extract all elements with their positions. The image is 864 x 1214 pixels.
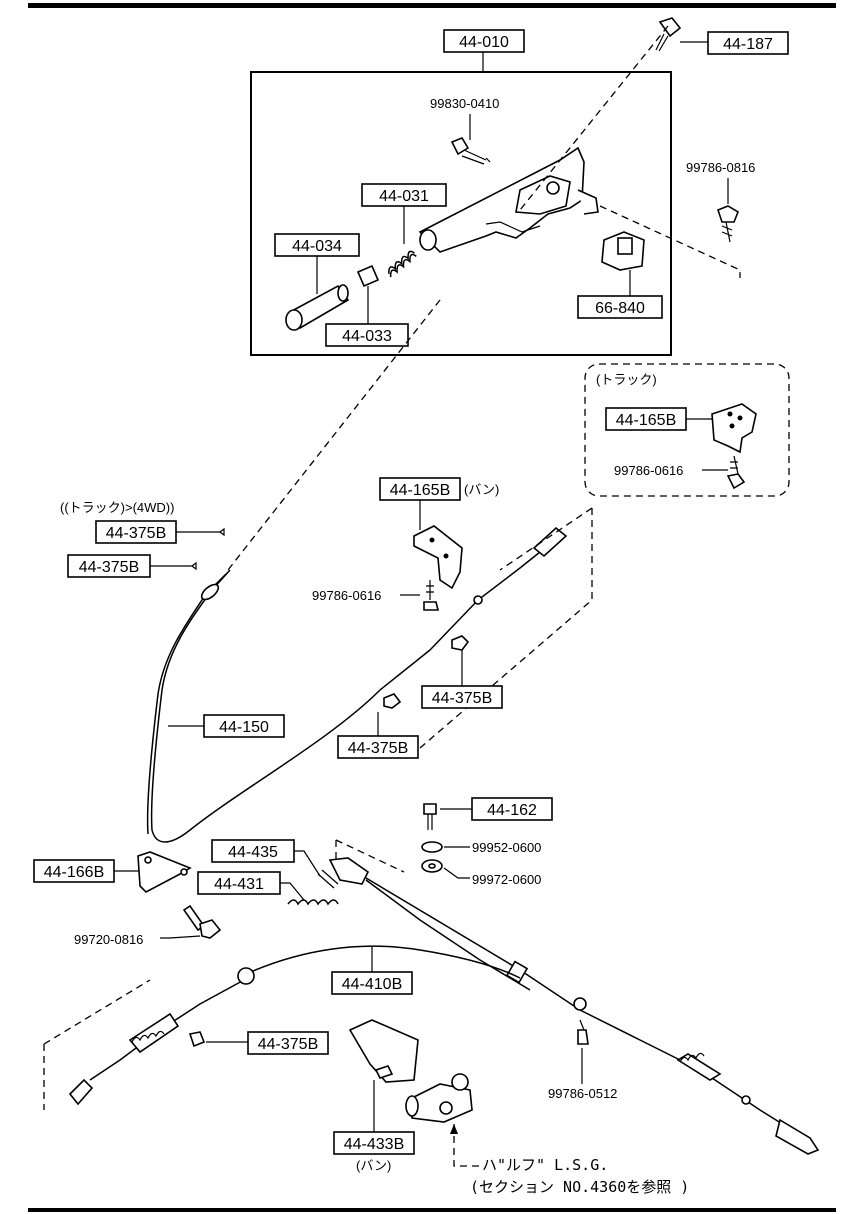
part-label-44-031: 44-031 (361, 183, 447, 207)
spring-44-431 (287, 899, 339, 906)
part-label-44-162: 44-162 (471, 797, 553, 821)
cable-44-410B (68, 945, 521, 1106)
svg-text:44-375B: 44-375B (348, 740, 409, 757)
part-label-44-375B-d: 44-375B (337, 735, 419, 759)
part-label-44-410B: 44-410B (331, 971, 413, 995)
svg-text:44-033: 44-033 (342, 328, 392, 345)
note-lsg-line2: (セクション NO.4360を参照 ) (470, 1178, 689, 1196)
top-border (28, 3, 836, 8)
note-truck: (トラック) (596, 372, 657, 387)
svg-text:44-433B: 44-433B (344, 1136, 405, 1153)
part-label-99952-0600: 99952-0600 (472, 840, 541, 855)
parking-brake-lever (418, 146, 599, 253)
lsg-valve (405, 1073, 473, 1123)
grip-44-034 (285, 284, 350, 331)
part-label-44-187: 44-187 (707, 31, 789, 55)
part-label-99972-0600: 99972-0600 (472, 872, 541, 887)
part-label-44-431: 44-431 (197, 871, 281, 895)
part-label-99830-0410: 99830-0410 (430, 96, 499, 111)
bolt-44-187 (655, 17, 708, 52)
note-truck-4wd: ((トラック)>(4WD)) (60, 500, 174, 515)
washer-99952-0600 (421, 841, 443, 853)
screw-99786-0616-mid (423, 580, 440, 611)
svg-text:44-435: 44-435 (228, 844, 278, 861)
part-label-99720-0816: 99720-0816 (74, 932, 143, 947)
collar-44-033 (356, 264, 380, 324)
bracket-44-433B (348, 1019, 419, 1083)
svg-text:44-431: 44-431 (214, 876, 264, 893)
part-label-99786-0616-mid: 99786-0616 (312, 588, 381, 603)
svg-text:44-187: 44-187 (723, 36, 773, 53)
part-label-44-034: 44-034 (274, 233, 360, 257)
svg-text:44-165B: 44-165B (390, 482, 451, 499)
svg-text:44-150: 44-150 (219, 719, 269, 736)
part-label-44-010: 44-010 (443, 29, 525, 53)
svg-text:44-410B: 44-410B (342, 976, 403, 993)
part-label-44-375B-b: 44-375B (67, 554, 151, 578)
clip-44-375B-c (451, 635, 470, 651)
part-label-44-375B-c: 44-375B (421, 685, 503, 709)
svg-text:44-375B: 44-375B (432, 690, 493, 707)
svg-text:44-375B: 44-375B (258, 1036, 319, 1053)
part-label-44-033: 44-033 (325, 323, 409, 347)
screw-99786-0512 (577, 1019, 589, 1045)
part-label-44-375B-e: 44-375B (247, 1031, 329, 1055)
part-label-44-433B: 44-433B (333, 1131, 415, 1155)
clip-44-375B-e (188, 1031, 206, 1048)
screw-99786-0616-truck (726, 455, 746, 490)
part-label-44-165B-truck: 44-165B (605, 407, 687, 431)
clip-44-375B-a (200, 527, 225, 537)
svg-text:44-162: 44-162 (487, 802, 537, 819)
svg-text:44-166B: 44-166B (44, 864, 105, 881)
pin-44-435 (317, 869, 339, 889)
screw-99786-0816 (717, 205, 739, 243)
note-lsg-line1: ハ"ルフ" L.S.G. (482, 1156, 608, 1174)
part-label-99786-0816: 99786-0816 (686, 160, 755, 175)
svg-text:66-840: 66-840 (595, 300, 645, 317)
note-van-bottom: (バン) (356, 1158, 391, 1173)
bracket-44-165B-van (413, 525, 463, 590)
spring-44-031 (388, 250, 417, 278)
cable-rear-right (328, 857, 820, 1155)
bolt-99830-0410 (450, 137, 491, 165)
svg-text:44-031: 44-031 (379, 188, 429, 205)
part-label-99786-0512: 99786-0512 (548, 1086, 617, 1101)
svg-text:44-165B: 44-165B (616, 412, 677, 429)
part-label-44-435: 44-435 (211, 839, 295, 863)
cable-44-150 (146, 526, 568, 843)
bracket-44-166B (137, 851, 192, 893)
part-label-44-165B-van: 44-165B (379, 477, 461, 501)
svg-text:44-010: 44-010 (459, 34, 509, 51)
switch-66-840 (601, 231, 645, 296)
part-label-99786-0616-truck: 99786-0616 (614, 463, 683, 478)
clip-44-375B-d (383, 693, 402, 709)
part-label-44-150: 44-150 (203, 714, 285, 738)
part-label-66-840: 66-840 (577, 295, 663, 319)
lever-assembly-box (250, 71, 672, 356)
bottom-border (28, 1208, 836, 1212)
note-van: (バン) (464, 482, 499, 497)
truck-option-group (584, 363, 790, 497)
svg-text:44-034: 44-034 (292, 238, 342, 255)
bolt-44-162 (423, 803, 437, 830)
bracket-44-165B-truck (711, 403, 757, 454)
svg-text:44-375B: 44-375B (79, 559, 140, 576)
part-label-44-375B-a: 44-375B (95, 520, 177, 544)
clip-44-375B-b (176, 561, 197, 571)
bolt-99720-0816 (182, 904, 222, 939)
part-label-44-166B: 44-166B (33, 859, 115, 883)
svg-text:44-375B: 44-375B (106, 525, 167, 542)
